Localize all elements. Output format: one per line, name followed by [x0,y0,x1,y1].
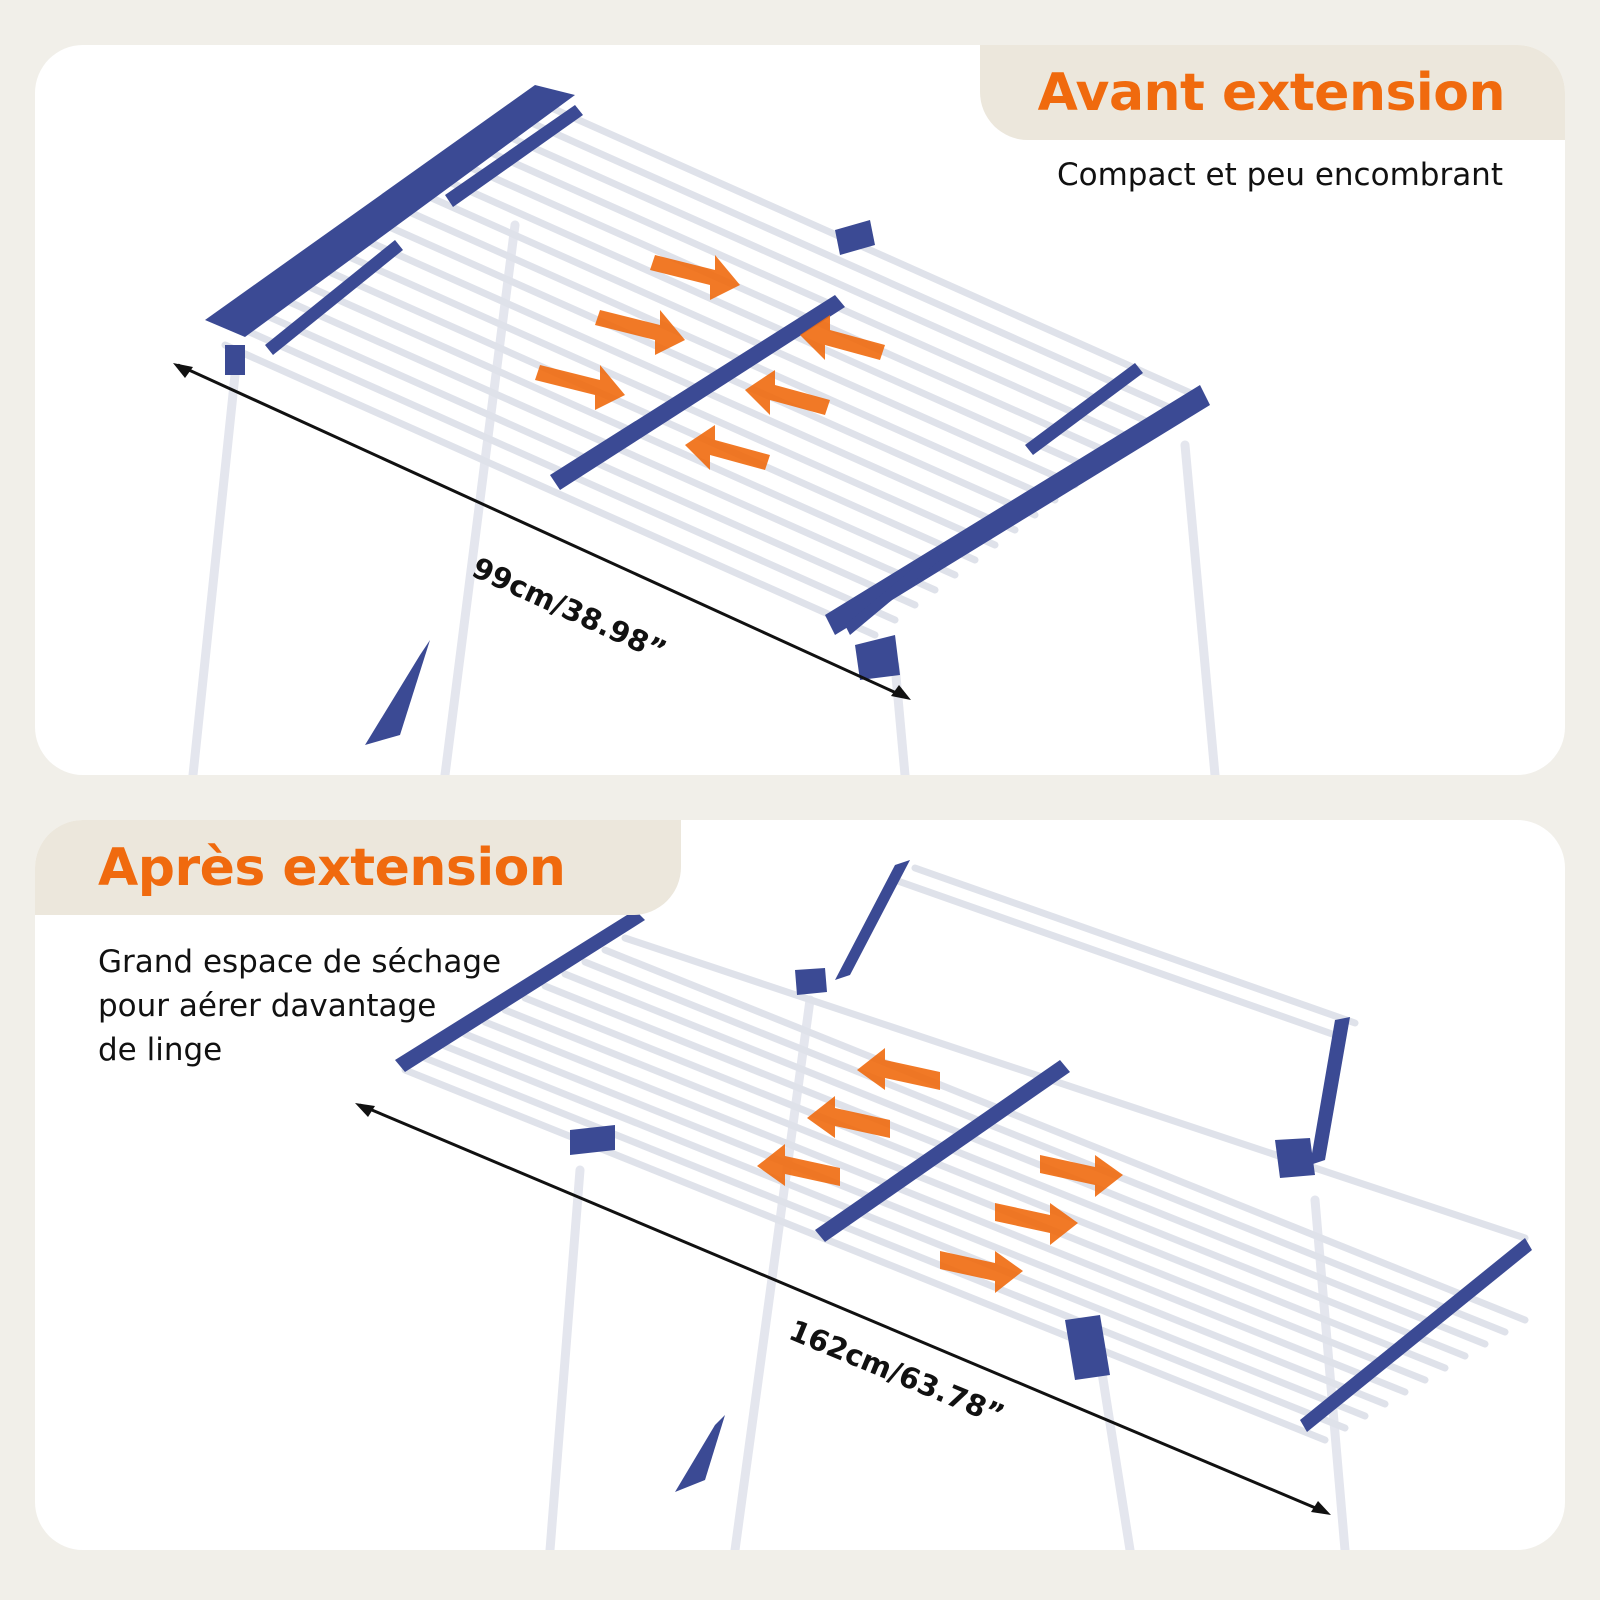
after-extension-panel: 162cm/63.78” Après extension Grand espac… [35,820,1565,1550]
drying-rack-compact-illustration: 99cm/38.98” [173,85,1220,775]
after-extension-heading: Après extension [98,837,566,898]
after-extension-subtitle-line: de linge [98,1032,223,1068]
after-extension-tab: Après extension [35,820,681,915]
before-extension-panel: 99cm/38.98” Avant extension Compact et p… [35,45,1565,775]
drying-rack-extended-illustration: 162cm/63.78” [355,860,1532,1550]
after-extension-subtitle: Grand espace de séchage pour aérer davan… [98,940,568,1072]
after-extension-subtitle-line: Grand espace de séchage [98,944,502,980]
width-before-label: 99cm/38.98” [467,550,671,668]
before-extension-heading: Avant extension [1037,62,1506,123]
before-extension-tab: Avant extension [980,45,1565,140]
before-extension-subtitle: Compact et peu encombrant [1056,157,1503,193]
after-extension-subtitle-line: pour aérer davantage [98,988,437,1024]
